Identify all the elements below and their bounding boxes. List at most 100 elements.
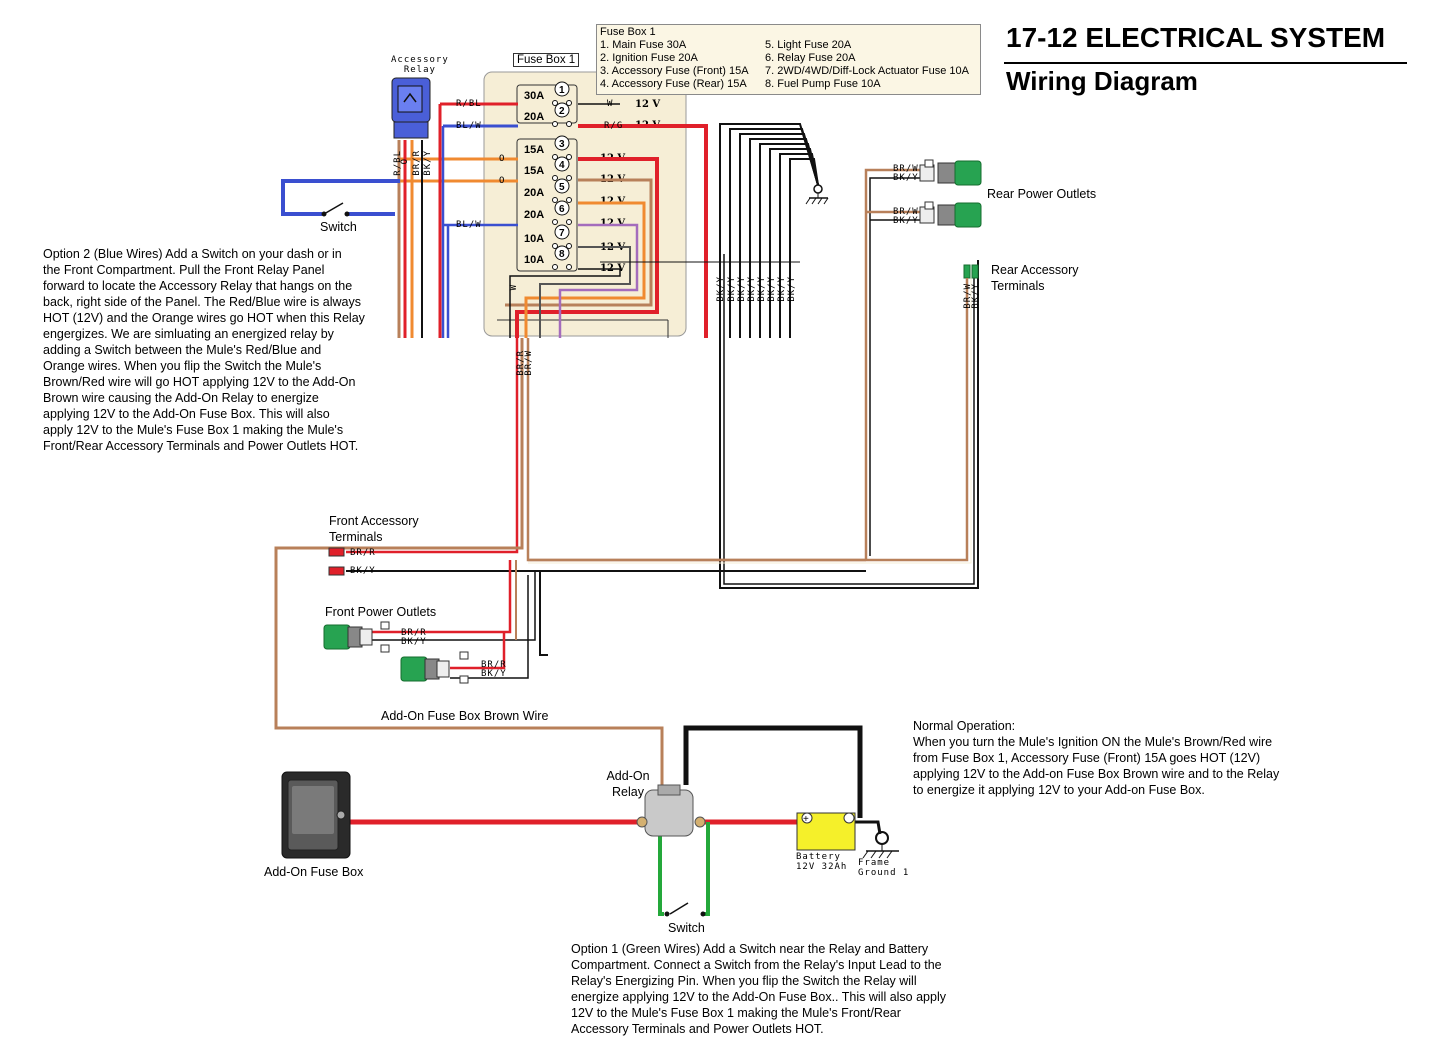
relay-wire-label: O: [400, 158, 410, 165]
legend-item: 3. Accessory Fuse (Front) 15A: [600, 65, 749, 77]
front-red-2: [450, 632, 506, 670]
accessory-relay-window: [397, 85, 423, 113]
wire-fuse6-purple: [558, 223, 639, 338]
switch-bottom-label: Switch: [668, 921, 705, 935]
relay-wire-label: BK/Y: [423, 150, 433, 176]
rear-outlet-1[interactable]: [954, 160, 982, 186]
switch-bottom-gap: [664, 905, 704, 919]
battery-plus-sign: +: [803, 814, 809, 825]
legend-item: 5. Light Fuse 20A: [765, 39, 852, 51]
bundle-wire: [789, 158, 819, 338]
fuse-number-badge: [554, 135, 570, 151]
front-outlet-2-minus: [459, 675, 469, 684]
fuse-contact: [566, 121, 572, 127]
front-terminal-2[interactable]: [328, 566, 345, 576]
front-black-1: [370, 571, 536, 641]
bundle-ground-terminal: [813, 184, 823, 194]
switch-top-lever[interactable]: [323, 202, 344, 215]
relay-ground-wire: [683, 725, 863, 818]
fuse-contact: [552, 197, 558, 203]
front-outlet-2-plus: [459, 651, 469, 660]
battery-minus-terminal: [843, 812, 855, 824]
bundle-wire-label: BK/Y: [747, 276, 757, 302]
rear-outlet-2-plus: [924, 201, 934, 210]
rear-terminal-2[interactable]: [971, 264, 979, 279]
fuse-out-wire-label: R/G: [604, 121, 624, 131]
bundle-wire-label: BK/Y: [787, 276, 797, 302]
fuse-number: 6: [559, 204, 565, 215]
relay-wire-label: BR/R: [412, 150, 422, 176]
ground-return-loop: [719, 254, 979, 589]
fuse-box-label: Fuse Box 1: [513, 53, 580, 67]
rear-brown-wire: [526, 338, 866, 562]
side-wire-label: O: [499, 154, 506, 164]
fuse-rating: 15A: [524, 165, 544, 177]
front-accessory-terminals-label: Front Accessory Terminals: [329, 514, 419, 544]
side-wire-label: R/BL: [456, 99, 482, 109]
rear-power-outlets-label: Rear Power Outlets: [987, 187, 1097, 201]
bundle-wire-label: BK/Y: [757, 276, 767, 302]
fuse-legend: Fuse Box 1 1. Main Fuse 30A 2. Ignition …: [596, 24, 981, 95]
addon-fuse-box-window: [292, 786, 334, 834]
front-outlet-1-plus: [380, 621, 390, 630]
bundle-ground-hatch-2: [811, 197, 817, 205]
bundle-wire: [729, 128, 819, 338]
bundle-wire-label: BK/Y: [777, 276, 787, 302]
switch-top-contact-b: [344, 211, 350, 217]
accessory-relay-symbol: [403, 92, 417, 103]
legend-title: Fuse Box 1: [600, 26, 656, 38]
rear-outlet-wire-label: BK/Y: [893, 216, 919, 226]
addon-relay-terminal-b: [694, 816, 706, 828]
fuse-rating: 30A: [524, 90, 544, 102]
fuse-contact: [566, 219, 572, 225]
addon-brown-wire: [274, 338, 664, 800]
front-power-outlets-label: Front Power Outlets: [325, 605, 437, 619]
front-outlet-2[interactable]: [400, 656, 428, 682]
front-outlet-1-minus: [380, 644, 390, 653]
switch-bottom-contact-a: [664, 911, 670, 917]
switch-bottom-contact-b: [700, 911, 706, 917]
rear-outlet-wire-label: BR/W: [893, 207, 919, 217]
bundle-ground-hatch-1: [805, 197, 811, 205]
front-outlet-wire-label: BK/Y: [481, 669, 507, 679]
bundle-wire-label: BK/Y: [767, 276, 777, 302]
fuse-contact: [552, 243, 558, 249]
bundle-wire-label: BK/Y: [727, 276, 737, 302]
rear-terminal-wire-label: BK/Y: [971, 283, 981, 309]
fusebox-bottom-wire-label: BR/W: [524, 350, 534, 376]
front-terminal-1[interactable]: [328, 547, 345, 557]
switch-bottom-lever[interactable]: [669, 902, 689, 915]
black-wire-bundle: [600, 123, 819, 338]
addon-relay-top: [657, 784, 681, 796]
option1-note: Option 1 (Green Wires) Add a Switch near…: [571, 942, 946, 1036]
fuse-number: 7: [559, 228, 565, 239]
wire-fuse5-orange: [524, 201, 646, 338]
side-wire-label: BL/W: [456, 220, 482, 230]
bundle-wire: [769, 148, 819, 338]
blue-switch-wire-a: [281, 179, 400, 216]
ground-return-loop-2: [723, 254, 975, 585]
fuse-rating: 15A: [524, 144, 544, 156]
accessory-relay-connector: [393, 121, 429, 139]
fuse-number-badge: [554, 245, 570, 261]
bundle-wire-label: BK/Y: [716, 276, 726, 302]
legend-item: 7. 2WD/4WD/Diff-Lock Actuator Fuse 10A: [765, 65, 969, 77]
fuse-contact: [566, 197, 572, 203]
frame-ground-terminal: [875, 831, 889, 845]
addon-brown-wire-label: Add-On Fuse Box Brown Wire: [381, 709, 549, 723]
fuse-number-badge: [554, 200, 570, 216]
fuse-number-badge: [554, 178, 570, 194]
front-outlet-1[interactable]: [323, 624, 351, 650]
legend-item: 4. Accessory Fuse (Rear) 15A: [600, 78, 747, 90]
side-wire-label: O: [499, 176, 506, 186]
bundle-ground-hatch-4: [823, 197, 829, 205]
rear-outlet-1-collar: [937, 162, 957, 184]
addon-relay-label: Add-On Relay: [606, 769, 650, 799]
wire-fuse2-red: [578, 124, 708, 338]
rear-outlet-1-plus: [924, 159, 934, 168]
fuse-contact: [566, 154, 572, 160]
rear-terminal-1[interactable]: [963, 264, 971, 279]
rear-outlet-2[interactable]: [954, 202, 982, 228]
legend-item: 2. Ignition Fuse 20A: [600, 52, 698, 64]
switch-top-label: Switch: [320, 220, 357, 234]
